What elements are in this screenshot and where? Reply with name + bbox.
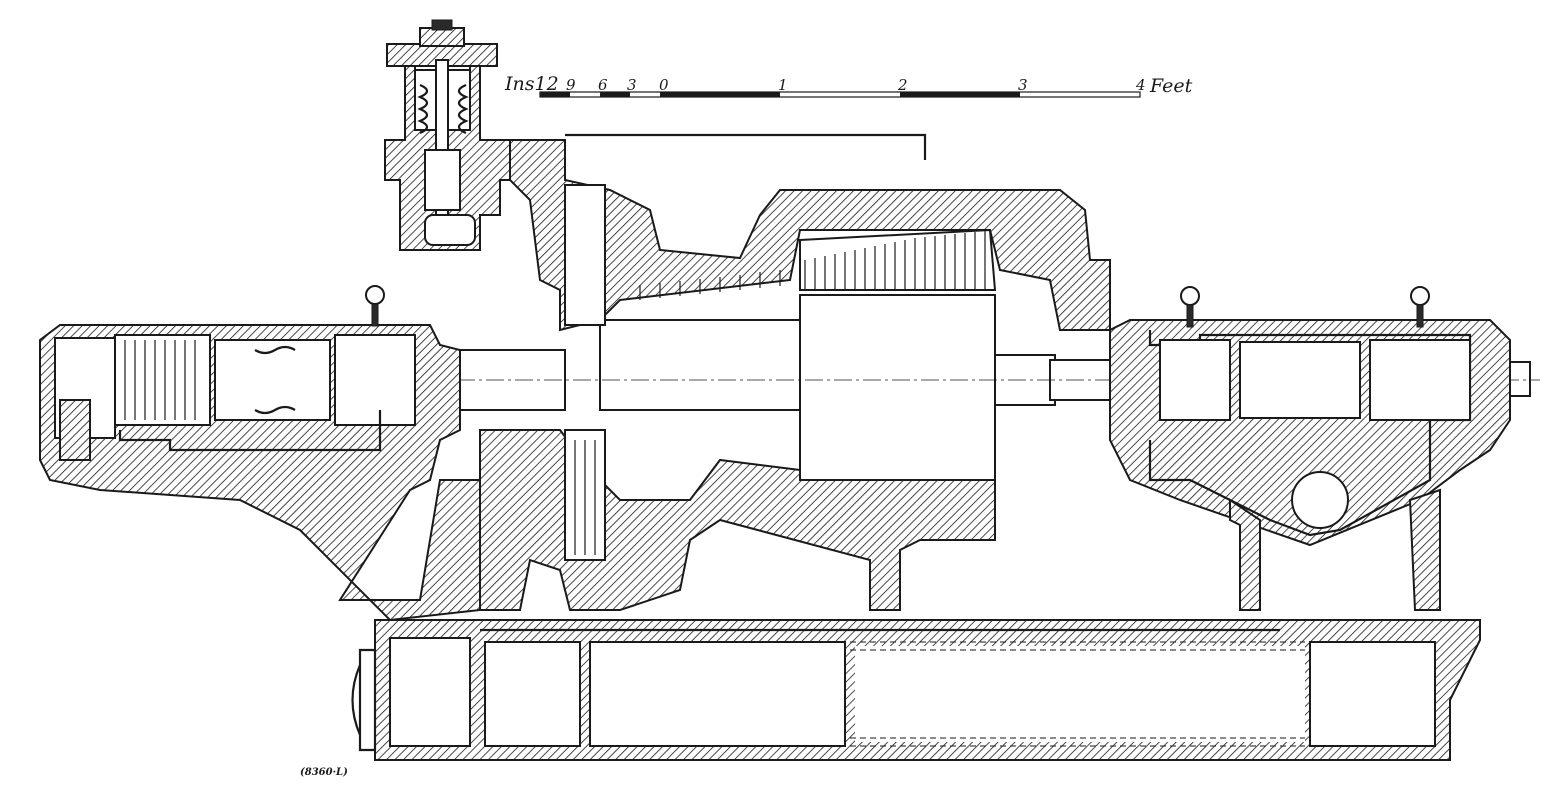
scale-tick-3ft: 3 bbox=[1018, 76, 1028, 94]
scale-bar: Ins12 9 6 3 0 1 2 3 4 Feet bbox=[504, 73, 1193, 98]
bucket-wheel-upper bbox=[564, 184, 606, 326]
scale-feet-label: Feet bbox=[1149, 75, 1193, 97]
blade-stages bbox=[639, 231, 986, 300]
turbine-casing bbox=[479, 133, 1111, 611]
figure-reference: (8360·L) bbox=[300, 767, 348, 778]
rotor-drum bbox=[799, 294, 996, 481]
rotor-hub bbox=[599, 319, 801, 411]
flexible-coupling bbox=[1239, 341, 1361, 419]
scale-tick-9: 9 bbox=[566, 76, 576, 94]
scale-inches-label: Ins12 bbox=[504, 73, 559, 95]
lifting-eye-right bbox=[1410, 286, 1430, 306]
governor-valve bbox=[384, 19, 511, 251]
base-frame bbox=[351, 619, 1481, 761]
left-bearing-pedestal bbox=[39, 285, 481, 622]
lifting-eye-left bbox=[365, 285, 385, 305]
scale-tick-6: 6 bbox=[598, 76, 608, 94]
scale-tick-4ft: 4 bbox=[1135, 76, 1146, 94]
scale-tick-1ft: 1 bbox=[778, 76, 788, 94]
oil-port bbox=[1291, 471, 1349, 529]
right-bearing-pedestal bbox=[1109, 286, 1511, 611]
scale-tick-2ft: 2 bbox=[897, 76, 908, 94]
lifting-eye-center bbox=[1180, 286, 1200, 306]
scale-tick-0: 0 bbox=[659, 76, 669, 94]
scale-tick-3: 3 bbox=[627, 76, 637, 94]
